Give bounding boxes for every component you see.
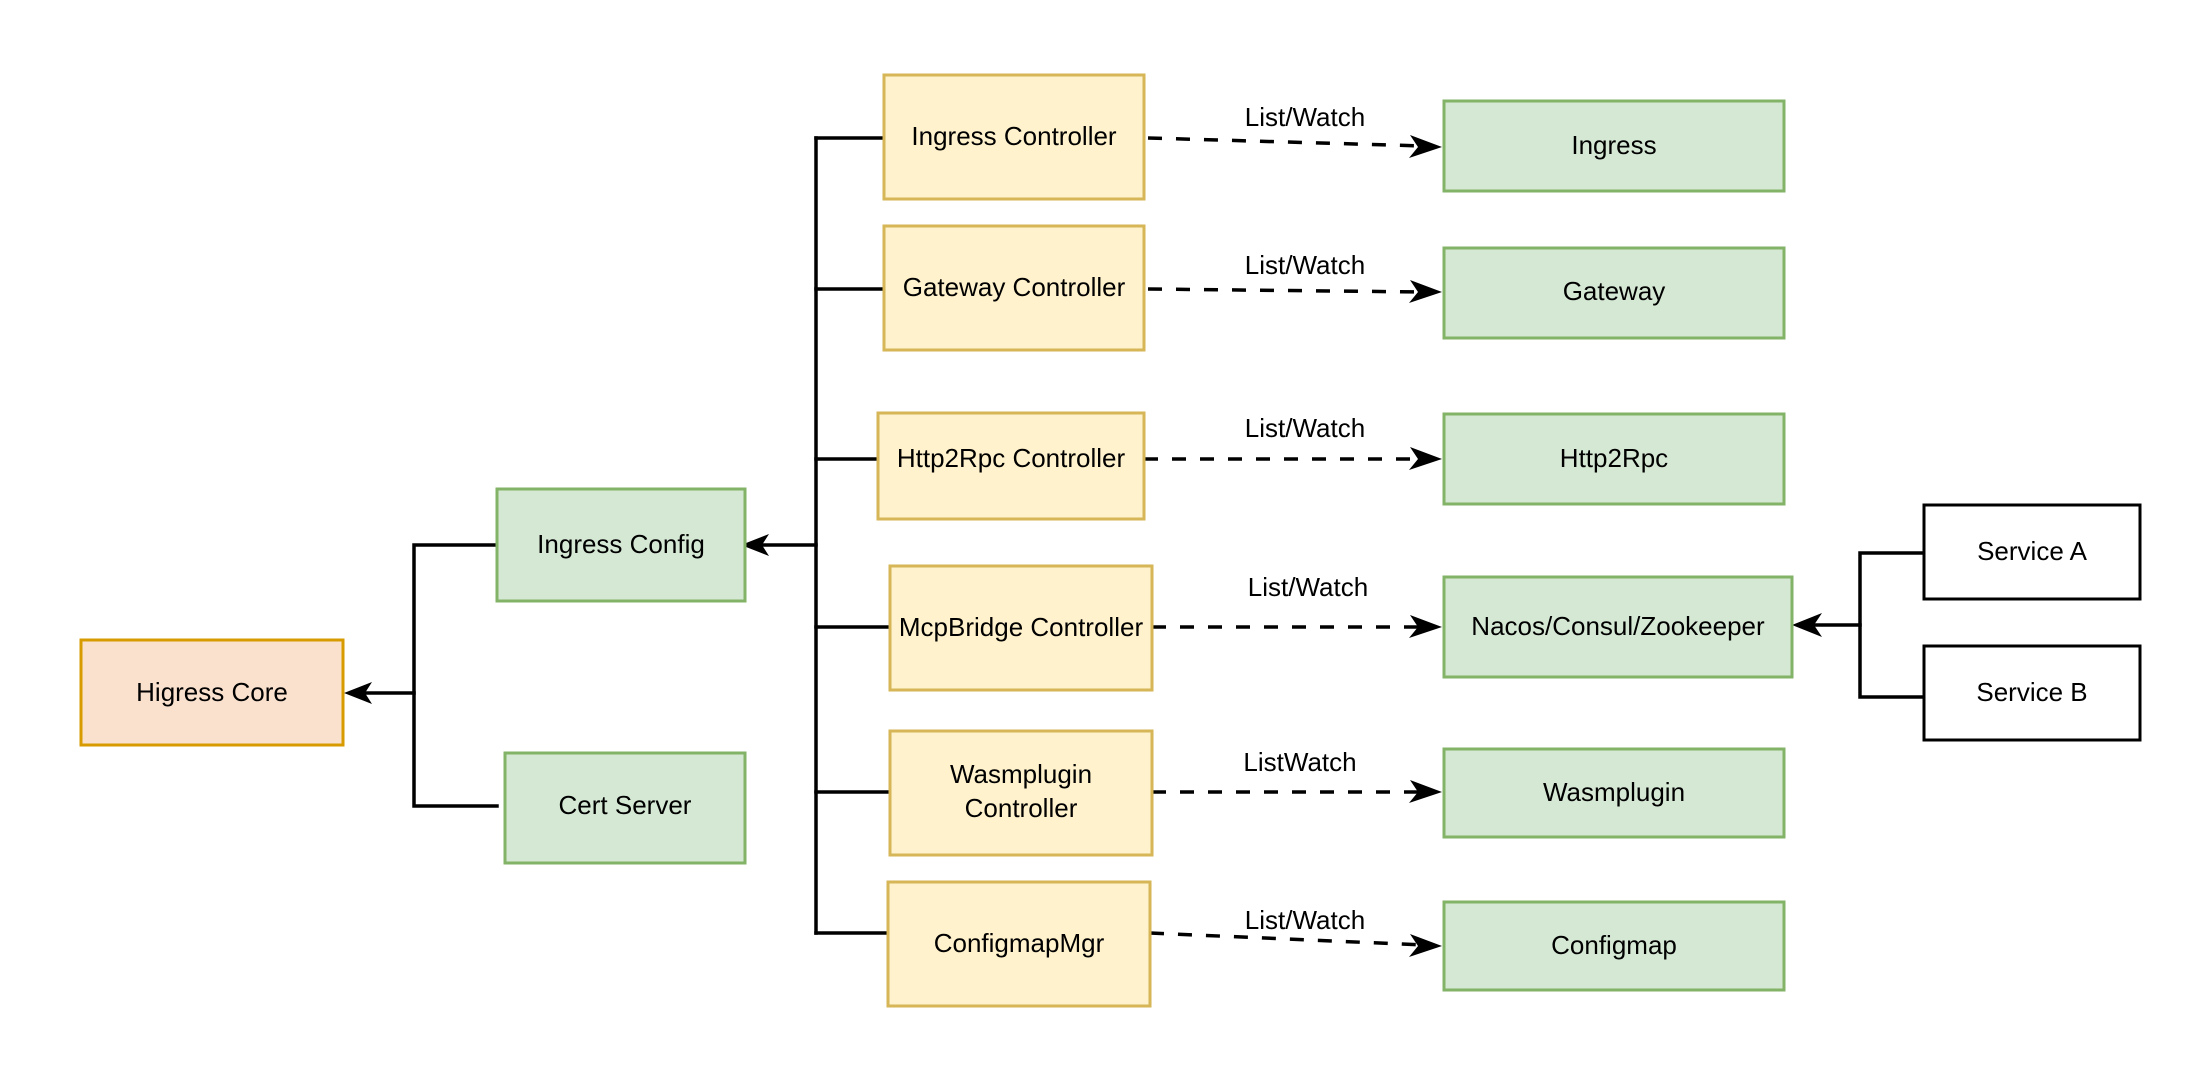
node-service-b[interactable]: Service B bbox=[1922, 644, 2142, 742]
edge-label-0: List/Watch bbox=[1245, 102, 1365, 132]
higress-core-label: Higress Core bbox=[136, 677, 288, 707]
edge-listwatch-2 bbox=[1147, 280, 1442, 303]
node-controller-1[interactable]: Gateway Controller bbox=[882, 224, 1146, 352]
service-a-label: Service A bbox=[1977, 536, 2087, 566]
service-b-label: Service B bbox=[1976, 677, 2087, 707]
edge-label-1: List/Watch bbox=[1245, 250, 1365, 280]
node-resource-0[interactable]: Ingress bbox=[1442, 99, 1786, 193]
edge-services-to-registry bbox=[1792, 551, 1926, 699]
node-resource-5[interactable]: Configmap bbox=[1442, 900, 1786, 992]
node-controller-3[interactable]: McpBridge Controller bbox=[888, 564, 1154, 692]
controller-5-label: ConfigmapMgr bbox=[934, 928, 1105, 958]
node-service-a[interactable]: Service A bbox=[1922, 503, 2142, 601]
node-cert-server[interactable]: Cert Server bbox=[503, 751, 747, 865]
node-controller-2[interactable]: Http2Rpc Controller bbox=[876, 411, 1146, 521]
edge-listwatch-1 bbox=[1147, 135, 1442, 158]
node-resource-1[interactable]: Gateway bbox=[1442, 246, 1786, 340]
controller-1-label: Gateway Controller bbox=[903, 272, 1126, 302]
resource-0-label: Ingress bbox=[1571, 130, 1656, 160]
resource-2-label: Http2Rpc bbox=[1560, 443, 1668, 473]
node-ingress-config[interactable]: Ingress Config bbox=[495, 487, 747, 603]
edge-listwatch-4 bbox=[1152, 615, 1442, 638]
node-higress-core[interactable]: Higress Core bbox=[79, 638, 345, 747]
edge-label-5: List/Watch bbox=[1245, 905, 1365, 935]
controller-2-label: Http2Rpc Controller bbox=[897, 443, 1126, 473]
node-resource-2[interactable]: Http2Rpc bbox=[1442, 412, 1786, 506]
controller-3-label: McpBridge Controller bbox=[899, 612, 1144, 642]
node-controller-5[interactable]: ConfigmapMgr bbox=[886, 880, 1152, 1008]
edge-label-3: List/Watch bbox=[1248, 572, 1368, 602]
resource-5-label: Configmap bbox=[1551, 930, 1677, 960]
cert-server-label: Cert Server bbox=[559, 790, 692, 820]
node-controller-0[interactable]: Ingress Controller bbox=[882, 73, 1146, 201]
resource-1-label: Gateway bbox=[1563, 276, 1666, 306]
resource-3-label: Nacos/Consul/Zookeeper bbox=[1471, 611, 1765, 641]
edge-listwatch-5 bbox=[1152, 780, 1442, 803]
ingress-config-label: Ingress Config bbox=[537, 529, 705, 559]
node-resource-4[interactable]: Wasmplugin bbox=[1442, 747, 1786, 839]
edge-label-2: List/Watch bbox=[1245, 413, 1365, 443]
controller-4-label: Wasmplugin bbox=[950, 759, 1092, 789]
edge-listwatch-6 bbox=[1149, 931, 1442, 957]
node-resource-3[interactable]: Nacos/Consul/Zookeeper bbox=[1442, 575, 1794, 679]
controller-4-label-line2: Controller bbox=[965, 793, 1078, 823]
controller-0-label: Ingress Controller bbox=[911, 121, 1117, 151]
resource-4-label: Wasmplugin bbox=[1543, 777, 1685, 807]
edge-label-4: ListWatch bbox=[1243, 747, 1356, 777]
edge-ingressconfig-certserver-spine bbox=[412, 543, 499, 808]
edge-controller-bus bbox=[741, 136, 892, 935]
edge-listwatch-3 bbox=[1144, 447, 1442, 470]
edge-to-higress-core bbox=[344, 682, 416, 704]
node-controller-4[interactable]: Wasmplugin Controller bbox=[888, 729, 1154, 857]
